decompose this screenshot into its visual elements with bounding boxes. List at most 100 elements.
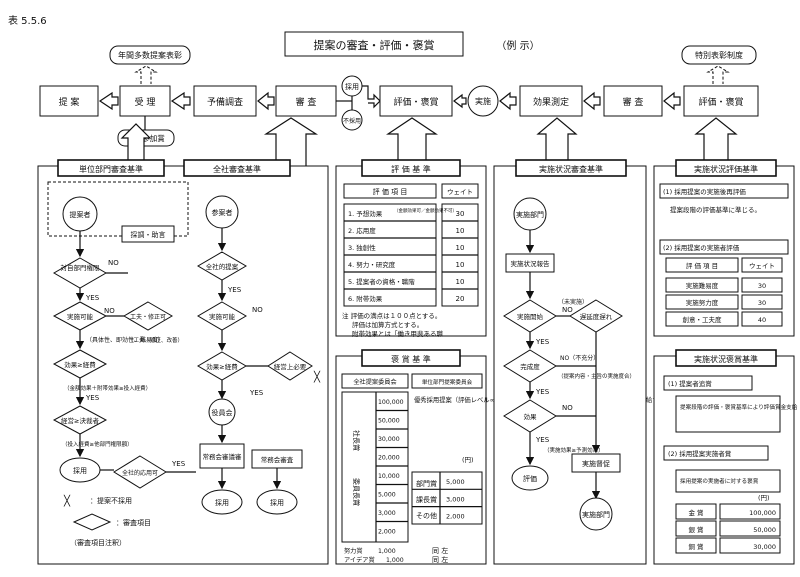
svg-text:効果≥経費: 効果≥経費 [64,360,96,369]
panel6-i1b-box [675,395,781,433]
svg-text:努力賞: 努力賞 [344,547,363,555]
table-row [675,503,717,520]
svg-text:評 価 基 準: 評 価 基 準 [391,164,431,174]
svg-text:工夫・修正可: 工夫・修正可 [130,313,166,321]
node-saiyo-c [256,489,298,515]
node-jisshi [467,85,499,117]
panel5-head-item [665,257,739,273]
svg-text:年間多数提案表彰: 年間多数提案表彰 [118,50,182,60]
up-arrow-icon [263,117,319,166]
svg-text:(円): (円) [758,494,770,502]
panel2-head-weight [441,183,479,199]
panel5-title-box [675,159,777,177]
svg-text:課長賞: 課長賞 [416,495,437,504]
award-amount: 5,000 [378,492,396,499]
flow-teian [39,85,99,117]
eval-weight: 30 [758,299,766,307]
panel6-i2-box [663,445,769,461]
svg-text:YES: YES [535,338,550,346]
flow-shinsa2 [603,85,663,117]
flow-hyoka1 [379,85,453,117]
eval-item: 6. 附帯効果 [348,294,383,303]
svg-text:遅延度遅れ: 遅延度遅れ [580,312,613,321]
svg-text:YES: YES [85,294,100,302]
eval-item: 3. 独創性 [348,243,376,252]
flow-koka [519,85,583,117]
svg-text:NO: NO [562,404,573,412]
svg-text:全社的提案: 全社的提案 [206,262,239,271]
table-row [741,277,783,293]
svg-text:採調・助言: 採調・助言 [131,230,166,239]
eval-item: 2. 応用度 [348,226,376,235]
svg-text:実施部門: 実施部門 [516,210,544,219]
svg-text:実施可能: 実施可能 [67,312,94,321]
decision-d9 [267,351,313,381]
svg-text:その他: その他 [416,511,437,520]
table-row [719,537,781,554]
svg-text:全社提案委員会: 全社提案委員会 [353,378,396,386]
eval-weight: 10 [456,278,465,286]
svg-text:(1) 提案者追賞: (1) 提案者追賞 [668,379,712,388]
svg-text:YES: YES [85,394,100,402]
svg-text:：審査項目: ：審査項目 [116,518,151,527]
svg-text:実施開始: 実施開始 [517,312,544,321]
panel6-i1-box [663,375,753,391]
panel1-title-left [57,159,165,177]
eval-weight: 10 [456,261,465,269]
panel-shinsa-kijun: 単位部門審査基準 全社審査基準 提案者 採調・助言 対自部門権限 NO YES … [37,159,329,565]
up-arrow-icon [386,117,438,166]
svg-text:注 評価の満点は１００点とする。: 注 評価の満点は１００点とする。 [342,311,441,320]
eval-item: 実施難易度 [686,281,719,290]
svg-text:(1) 採用提案の実施後再評価: (1) 採用提案の実施後再評価 [663,187,746,196]
panel3-col2 [411,373,483,389]
svg-text:不採用: 不採用 [343,117,361,125]
legend-x-icon: ╳ [63,494,71,507]
award-amount: 50,000 [378,418,400,425]
svg-text:YES: YES [535,388,550,396]
table-row [675,520,717,537]
svg-text:YES: YES [249,389,264,397]
svg-text:(円): (円) [462,456,474,464]
eval-item: 5. 提案者の資格・職階 [348,277,415,286]
award-value: 30,000 [753,543,776,551]
svg-text:実施督促: 実施督促 [582,459,610,468]
svg-text:完成度: 完成度 [520,362,540,371]
svg-text:対自部門権限: 対自部門権限 [61,263,101,272]
arrow-icon [583,91,601,111]
table-row [665,277,739,293]
award-amount: 2,000 [378,529,396,536]
panel2-title-box [361,159,461,177]
x-mark-icon: ╳ [313,370,321,383]
svg-text:実施可能: 実施可能 [209,312,236,321]
svg-text:実施状況報告: 実施状況報告 [511,259,551,268]
svg-text:採用: 採用 [73,466,87,475]
title-box [284,31,464,57]
decision-n1 [123,301,173,331]
arrow-icon [499,91,517,111]
svg-text:評価は加算方式とする。: 評価は加算方式とする。 [352,320,423,329]
svg-text:（未実施）: （未実施） [558,298,588,306]
flow-shinsa1 [275,85,337,117]
svg-text:評価: 評価 [523,474,537,483]
panel-hosho-kijun: 褒 賞 基 準 全社提案委員会 単位部門提案委員会 100,00050,0003… [335,349,671,565]
eval-item: 実施努力度 [686,298,719,307]
top-flow: 提 案 受 理 予備調査 審 査 採用 不採用 評価・褒賞 実施 効果測定 審 … [39,45,759,166]
award-amount-right: 5,000 [446,478,465,486]
eval-weight: 30 [758,282,766,290]
arrow-icon [257,91,275,111]
svg-text:YES: YES [535,436,550,444]
eval-weight: 30 [456,210,465,218]
svg-text:：提案不採用: ：提案不採用 [90,496,132,505]
svg-text:単位部門審査基準: 単位部門審査基準 [79,164,143,174]
dashed-arrow-icon [706,65,730,84]
svg-text:効果≥経費: 効果≥経費 [206,362,238,371]
svg-text:特別表彰制度: 特別表彰制度 [695,50,743,60]
eval-item: 1. 予想効果 [348,209,383,218]
award-amount: 20,000 [378,455,400,462]
svg-text:全社審査基準: 全社審査基準 [213,164,261,174]
svg-text:評 価 項 目: 評 価 項 目 [373,187,408,196]
award-value: 50,000 [753,526,776,534]
table-row [741,311,783,327]
award-label: 銀 賞 [688,525,704,534]
svg-text:常務会審議審: 常務会審議審 [203,452,243,461]
